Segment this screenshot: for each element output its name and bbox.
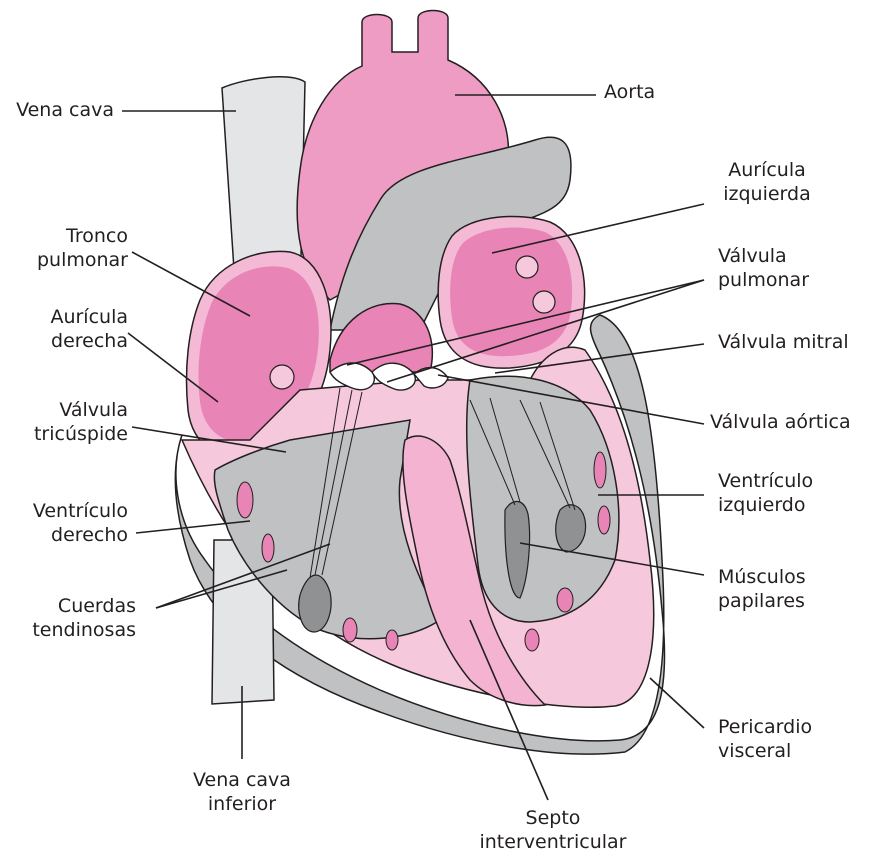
label-line: izquierdo — [718, 493, 813, 517]
label-valvula-pulmonar: Válvula pulmonar — [718, 244, 809, 292]
pulmonary-vein-opening — [533, 291, 555, 313]
valve-leaflets — [330, 363, 448, 390]
label-ventriculo-izquierdo: Ventrículo izquierdo — [718, 469, 813, 517]
label-line: derecho — [33, 523, 128, 547]
label-line: Ventrículo — [33, 499, 128, 523]
label-line: Septo — [478, 806, 628, 830]
label-line: pulmonar — [718, 268, 809, 292]
label-vena-cava: Vena cava — [16, 98, 114, 122]
label-line: Válvula — [718, 244, 809, 268]
label-line: Tronco — [37, 224, 128, 248]
label-cuerdas-tendinosas: Cuerdas tendinosas — [32, 594, 136, 642]
label-line: inferior — [182, 792, 302, 816]
label-aorta: Aorta — [604, 80, 655, 104]
label-valvula-mitral: Válvula mitral — [718, 330, 849, 354]
label-line: papilares — [718, 589, 806, 613]
label-line: Vena cava — [182, 768, 302, 792]
label-line: Aorta — [604, 80, 655, 104]
label-line: Válvula mitral — [718, 330, 849, 354]
label-line: Aurícula — [50, 305, 128, 329]
label-line: derecha — [50, 329, 128, 353]
label-line: Vena cava — [16, 98, 114, 122]
label-line: Ventrículo — [718, 469, 813, 493]
label-line: Pericardio — [718, 715, 812, 739]
pulmonary-vein-opening — [516, 256, 538, 278]
label-line: Cuerdas — [32, 594, 136, 618]
coronary-sinus-opening — [270, 365, 294, 389]
label-line: visceral — [718, 739, 812, 763]
label-valvula-aortica: Válvula aórtica — [710, 410, 851, 434]
label-septo-interventricular: Septo interventricular — [478, 806, 628, 854]
label-line: Válvula — [34, 398, 128, 422]
label-auricula-derecha: Aurícula derecha — [50, 305, 128, 353]
label-line: izquierda — [712, 182, 822, 206]
label-tronco-pulmonar: Tronco pulmonar — [37, 224, 128, 272]
label-line: interventricular — [478, 830, 628, 854]
label-vena-cava-inferior: Vena cava inferior — [182, 768, 302, 816]
label-auricula-izquierda: Aurícula izquierda — [712, 158, 822, 206]
label-line: pulmonar — [37, 248, 128, 272]
label-ventriculo-derecho: Ventrículo derecho — [33, 499, 128, 547]
label-line: tendinosas — [32, 618, 136, 642]
label-pericardio-visceral: Pericardio visceral — [718, 715, 812, 763]
label-line: Aurícula — [712, 158, 822, 182]
label-line: Válvula aórtica — [710, 410, 851, 434]
label-valvula-tricuspide: Válvula tricúspide — [34, 398, 128, 446]
label-line: tricúspide — [34, 422, 128, 446]
label-musculos-papilares: Músculos papilares — [718, 565, 806, 613]
label-line: Músculos — [718, 565, 806, 589]
